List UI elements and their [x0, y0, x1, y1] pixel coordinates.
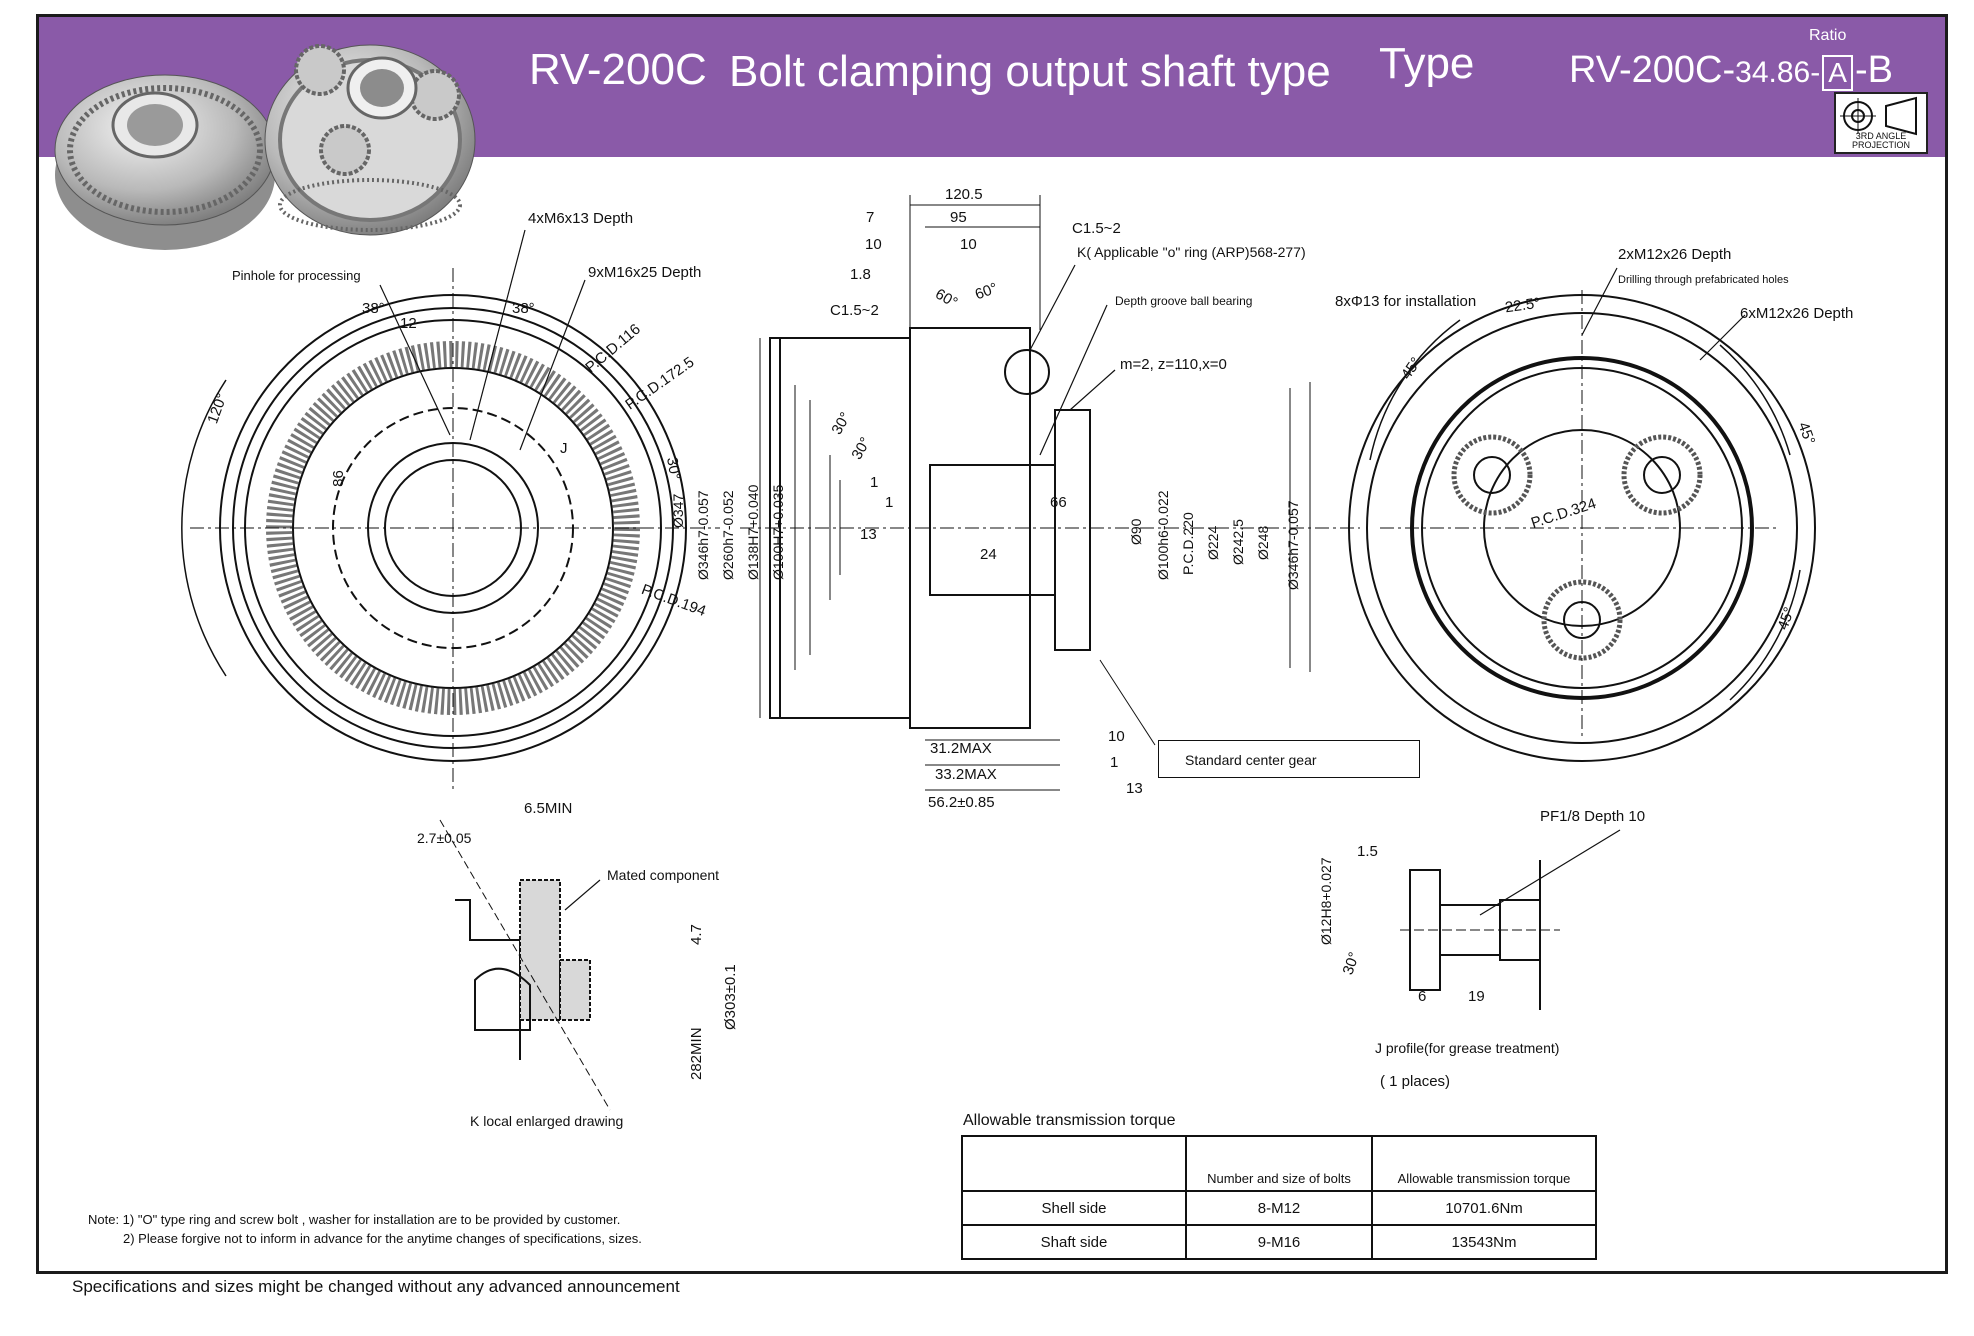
- label-dim-12h8: Ø12H8+0.027: [1318, 857, 1334, 945]
- label-tap-thru: 2xM12x26 Depth: [1618, 246, 1732, 263]
- label-dim-303: Ø303±0.1: [722, 964, 739, 1030]
- label-dia-138: Ø138H7+0.040: [745, 484, 761, 580]
- table-cell: 8-M12: [1185, 1190, 1373, 1226]
- label-angle-30: 30°: [663, 455, 684, 482]
- label-pcd220: P.C.D.220: [1180, 512, 1196, 575]
- label-dim-1-8: 1.8: [850, 266, 871, 283]
- table-cell: 9-M16: [1185, 1224, 1373, 1260]
- table-row: Shell side 8-M12 10701.6Nm: [961, 1190, 1597, 1226]
- detail-j: [1400, 860, 1560, 1010]
- label-dia-248: Ø248: [1255, 525, 1271, 560]
- type-label: Type: [1379, 39, 1475, 88]
- label-chamfer-b: C1.5~2: [830, 302, 879, 319]
- label-dim-86: 86: [329, 470, 347, 487]
- type-code-ratio: 34.86-: [1735, 56, 1821, 89]
- label-dia-260: Ø260h7-0.052: [720, 490, 736, 580]
- label-pf18: PF1/8 Depth 10: [1540, 808, 1646, 825]
- projection-text: 3RD ANGLE PROJECTION: [1851, 131, 1910, 150]
- table-header-row: Number and size of bolts Allowable trans…: [961, 1135, 1597, 1192]
- product-description: Bolt clamping output shaft type: [729, 47, 1331, 96]
- label-dim-6: 6: [1418, 988, 1427, 1005]
- note-line-2: 2) Please forgive not to inform in advan…: [123, 1231, 642, 1246]
- label-dim-120-5: 120.5: [945, 186, 983, 203]
- label-dia-100h6: Ø100h6-0.022: [1155, 490, 1171, 580]
- label-dia-242-5: Ø242.5: [1230, 519, 1246, 565]
- table-row: Shaft side 9-M16 13543Nm: [961, 1224, 1597, 1260]
- label-dim-13-bottom: 13: [1126, 780, 1143, 797]
- label-pinhole: Pinhole for processing: [232, 268, 361, 283]
- label-tap-depth: 6xM12x26 Depth: [1740, 305, 1854, 322]
- label-dim-95: 95: [950, 209, 967, 226]
- label-dia-90: Ø90: [1128, 518, 1144, 545]
- torque-table-title: Allowable transmission torque: [963, 1112, 1176, 1129]
- detail-k: [439, 819, 611, 1111]
- label-dim-13: 13: [860, 526, 877, 543]
- label-dia-347: Ø347: [670, 493, 686, 528]
- model-title: RV-200C: [529, 45, 707, 94]
- label-detail-j: J profile(for grease treatment): [1375, 1040, 1560, 1056]
- label-dim-12: 12: [400, 315, 417, 332]
- ratio-label: Ratio: [1809, 27, 1847, 44]
- table-cell: Shaft side: [961, 1224, 1187, 1260]
- projection-icon: [1840, 96, 1917, 136]
- table-header-cell: [961, 1135, 1187, 1192]
- left-view: [181, 268, 720, 790]
- type-code-suffix: -B: [1854, 49, 1893, 91]
- label-dim-1-bottom: 1: [1110, 754, 1119, 771]
- label-dim-7: 7: [866, 209, 875, 226]
- label-dim-4-7: 4.7: [688, 924, 705, 945]
- table-header-cell: Allowable transmission torque: [1371, 1135, 1597, 1192]
- label-dim-31-2: 31.2MAX: [930, 740, 992, 757]
- label-dim-1a: 1: [870, 474, 879, 491]
- label-tapped-small: 4xM6x13 Depth: [528, 210, 634, 227]
- label-tap-thru-note: Drilling through prefabricated holes: [1618, 274, 1789, 286]
- label-dim-24: 24: [980, 546, 997, 563]
- product-photo: [54, 44, 476, 250]
- label-dim-33-2: 33.2MAX: [935, 766, 997, 783]
- label-tapped-large: 9xM16x25 Depth: [588, 264, 702, 281]
- label-dia-100: Ø100H7+0.035: [770, 484, 786, 580]
- label-angle-38a: 38°: [362, 300, 385, 317]
- type-code-prefix: RV-200C-: [1569, 49, 1736, 91]
- label-dim-2-7: 2.7±0.05: [417, 830, 472, 846]
- label-center-gear: Standard center gear: [1158, 740, 1420, 778]
- torque-table: Number and size of bolts Allowable trans…: [961, 1135, 1597, 1260]
- label-gear-spec: m=2, z=110,x=0: [1120, 356, 1227, 373]
- label-bearing: Depth groove ball bearing: [1115, 294, 1253, 308]
- label-dim-282: 282MIN: [688, 1027, 705, 1080]
- table-header-cell: Number and size of bolts: [1185, 1135, 1373, 1192]
- label-dim-56-2: 56.2±0.85: [928, 794, 995, 811]
- label-dim-1-5: 1.5: [1357, 843, 1378, 860]
- footer-disclaimer: Specifications and sizes might be change…: [72, 1277, 680, 1296]
- label-dia-346-right: Ø346h7-0.057: [1285, 500, 1301, 590]
- section-view: [740, 195, 1360, 791]
- label-angle-38b: 38°: [512, 300, 535, 317]
- label-detail-k: K local enlarged drawing: [470, 1113, 624, 1129]
- right-view: [1348, 290, 1816, 762]
- type-code: RV-200C-34.86-A-B: [1569, 49, 1893, 92]
- label-dia-346-left: Ø346h7-0.057: [695, 490, 711, 580]
- label-dim-10b: 10: [960, 236, 977, 253]
- leader-lines: [379, 229, 1746, 916]
- label-dim-6-5: 6.5MIN: [524, 800, 573, 817]
- label-places: ( 1 places): [1380, 1073, 1451, 1090]
- label-mark-j: J: [560, 440, 568, 457]
- label-oring: K( Applicable "o" ring (ARP)568-277): [1077, 244, 1306, 260]
- table-cell: 10701.6Nm: [1371, 1190, 1597, 1226]
- label-dim-10-bottom: 10: [1108, 728, 1125, 745]
- table-cell: 13543Nm: [1371, 1224, 1597, 1260]
- label-dim-19: 19: [1468, 988, 1485, 1005]
- label-dia-224: Ø224: [1205, 525, 1221, 560]
- label-dim-1b: 1: [885, 494, 894, 511]
- table-cell: Shell side: [961, 1190, 1187, 1226]
- projection-symbol: 3RD ANGLE PROJECTION: [1834, 92, 1928, 154]
- label-dim-10a: 10: [865, 236, 882, 253]
- label-chamfer-a: C1.5~2: [1072, 220, 1121, 237]
- type-code-box: A: [1822, 55, 1853, 91]
- label-mated: Mated component: [607, 867, 720, 883]
- label-dim-66: 66: [1050, 494, 1067, 511]
- label-install-holes: 8xΦ13 for installation: [1335, 293, 1477, 310]
- note-line-1: Note: 1) "O" type ring and screw bolt , …: [88, 1212, 621, 1227]
